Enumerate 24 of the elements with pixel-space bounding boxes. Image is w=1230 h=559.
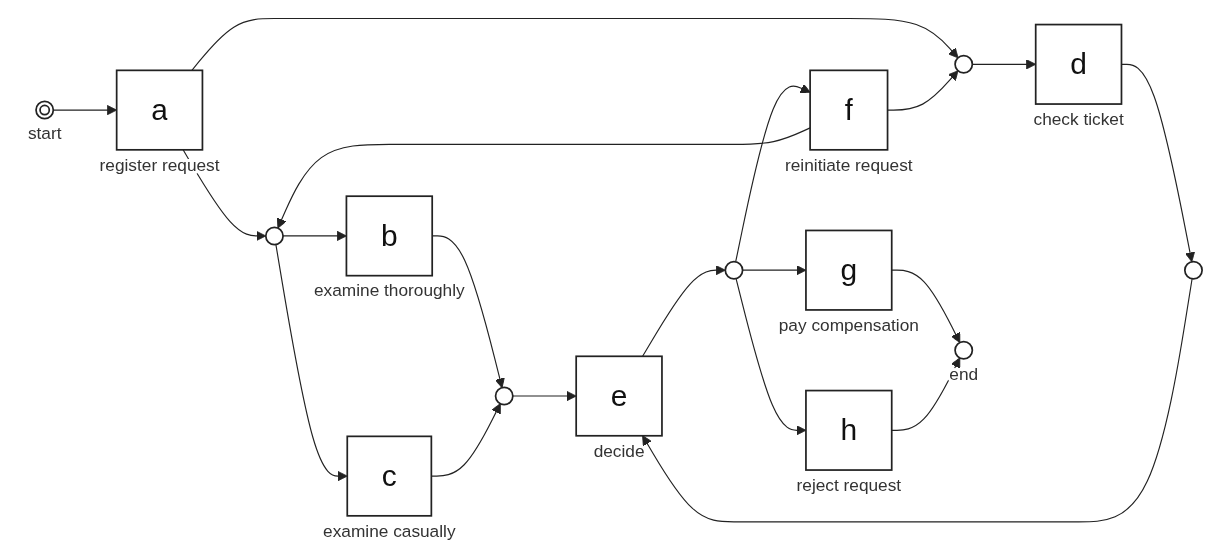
transition-box: h [805,389,893,471]
node-caption: end [949,363,979,384]
place-circle [1183,260,1203,280]
transition-box: e [575,355,663,437]
node-caption: decide [593,440,645,461]
transition-box: c [346,435,433,517]
node-caption: reject request [796,474,902,495]
transition-box: d [1034,23,1123,105]
transition-box: g [805,229,893,311]
place-circle [954,340,974,360]
node-caption: pay compensation [778,314,919,335]
place-circle [954,54,974,74]
transition-box: a [115,69,204,151]
transition-box: b [345,195,434,277]
place-circle [724,260,744,280]
transition-box: f [809,69,889,151]
node-caption: check ticket [1033,108,1124,129]
node-caption: examine casually [323,520,456,541]
node-caption: examine thoroughly [313,280,465,301]
place-circle [35,100,55,120]
node-caption: start [27,123,62,144]
node-caption: reinitiate request [785,154,913,175]
place-circle [264,226,284,246]
place-circle [494,386,514,406]
